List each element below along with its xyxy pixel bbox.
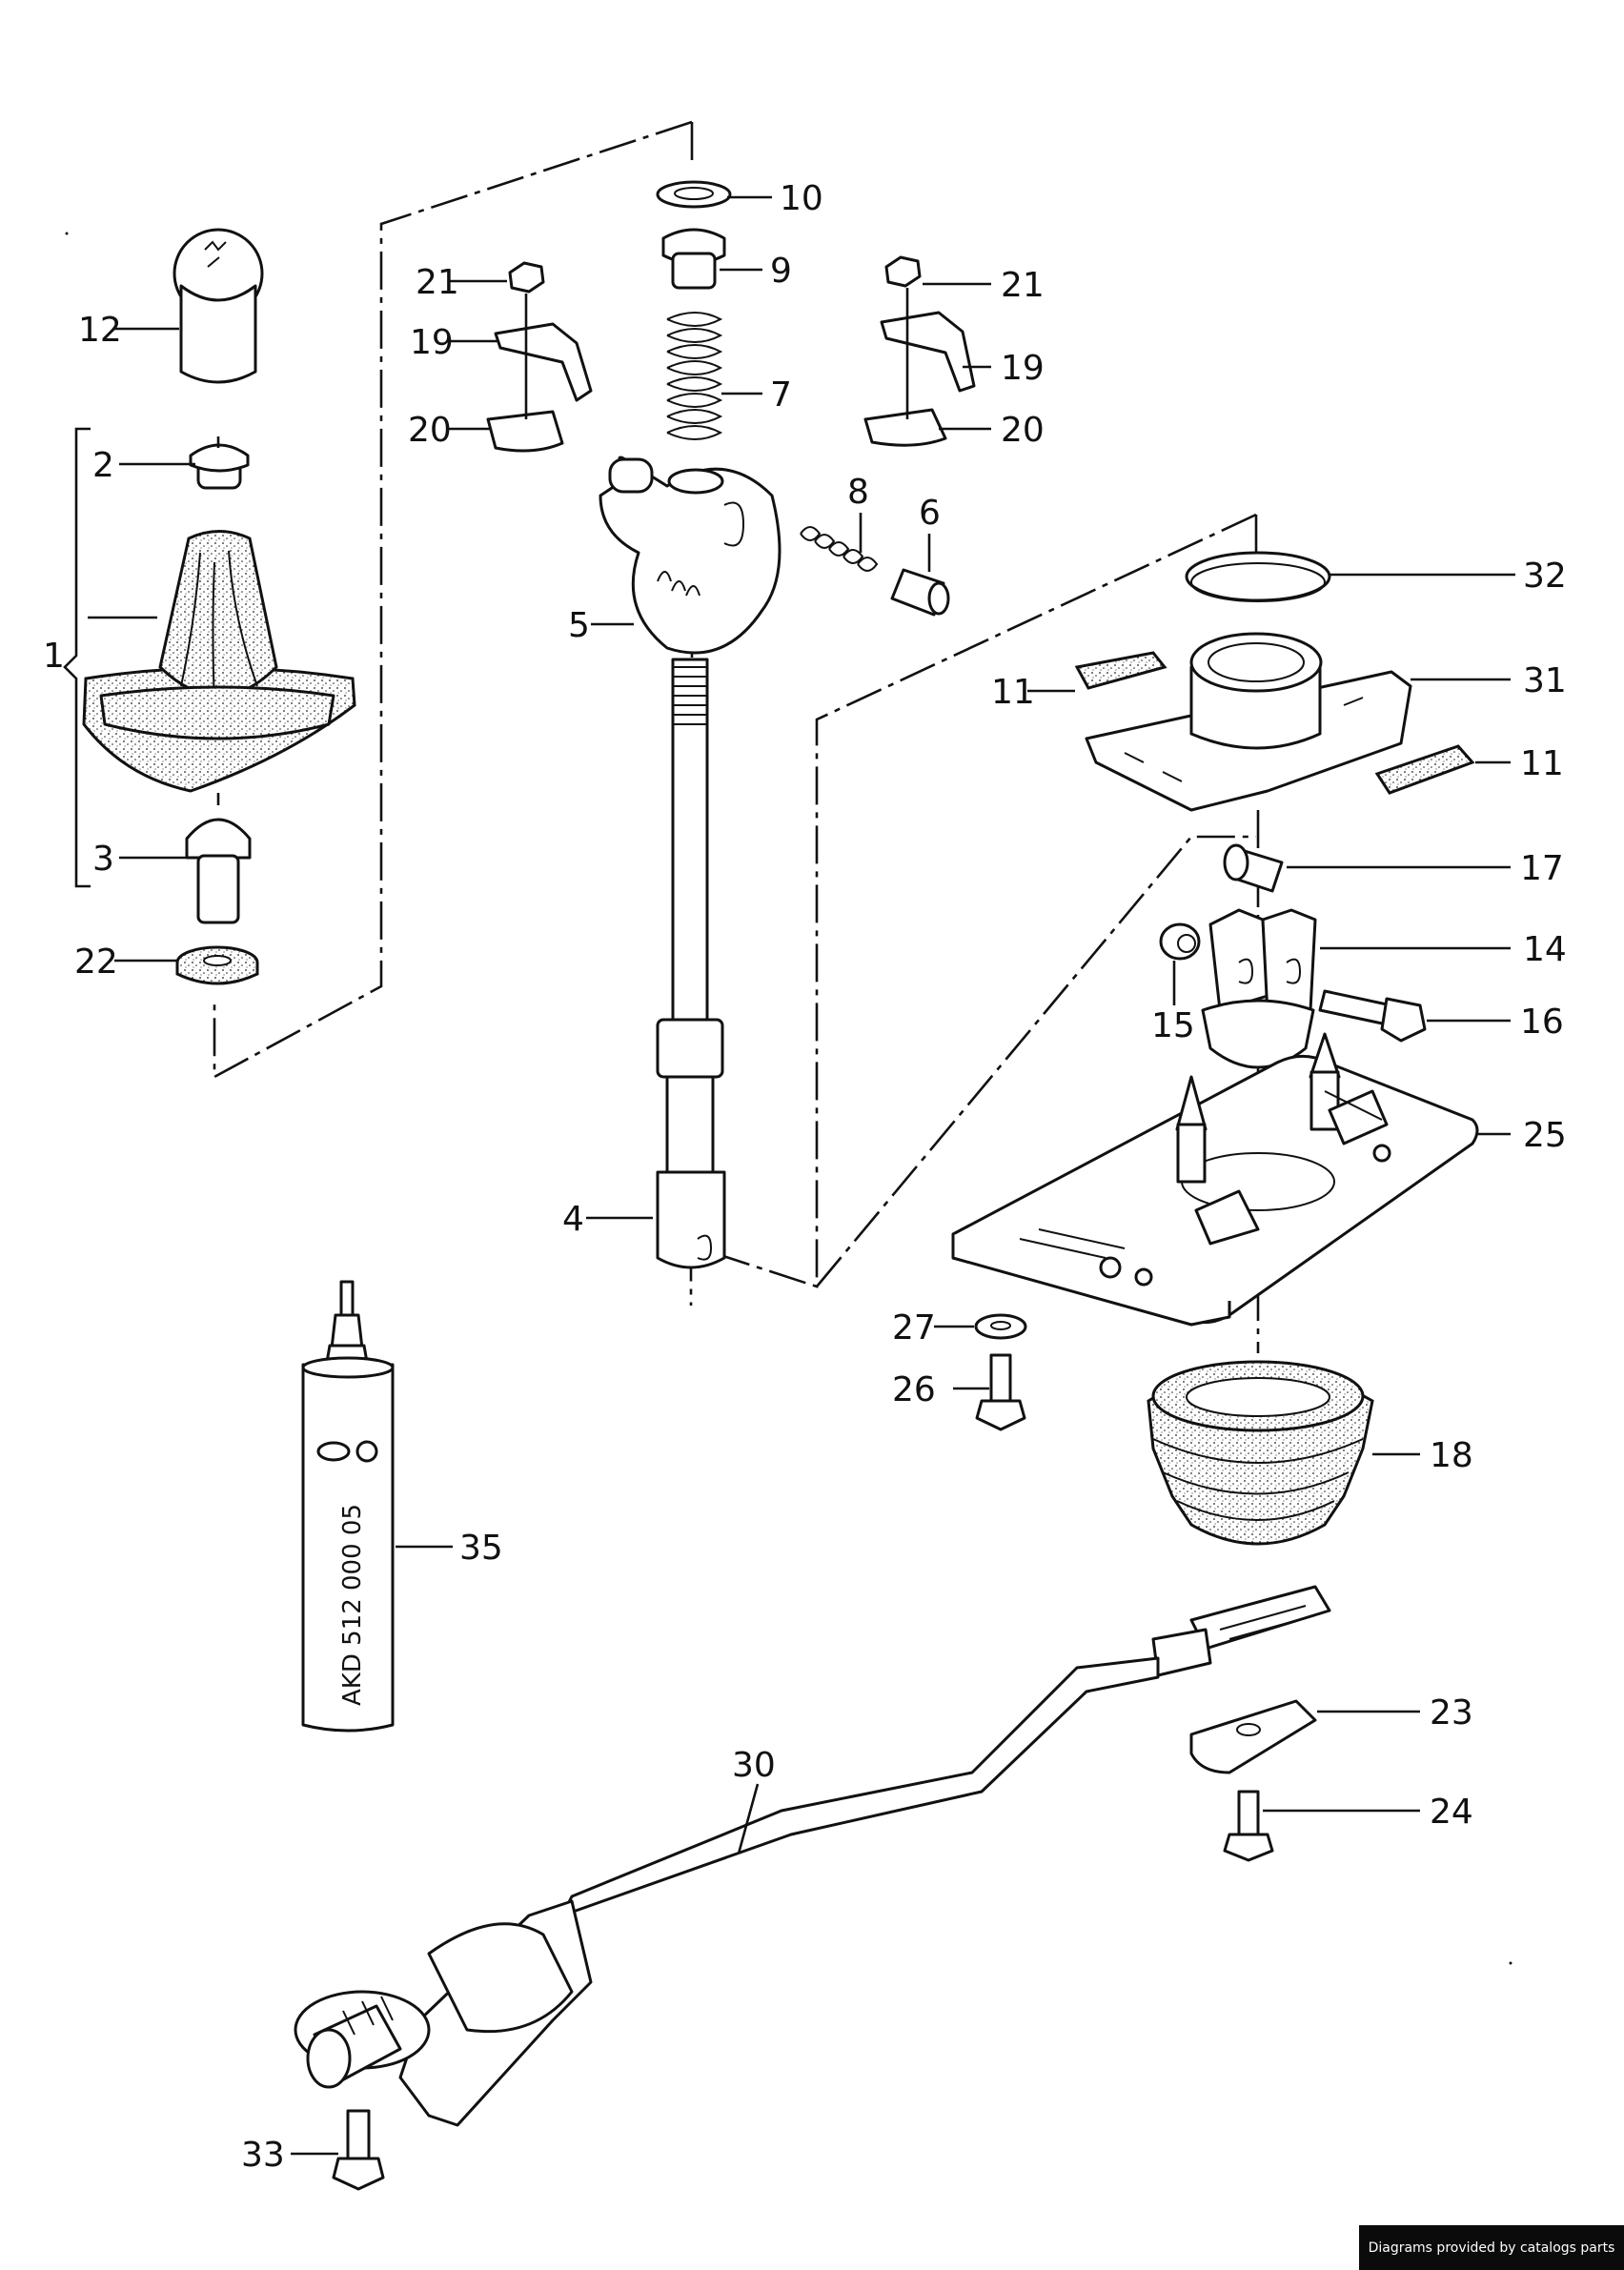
sealant-tube: AKD 512 000 05 [301, 1280, 395, 1733]
callout-4: 4 [562, 1200, 584, 1239]
callout-32: 32 [1523, 557, 1567, 596]
clamp-23 [1189, 1699, 1317, 1774]
stop-ring [656, 180, 732, 209]
rubber-washer [175, 945, 259, 985]
callout-10: 10 [780, 179, 823, 218]
callout-21-right: 21 [1001, 266, 1045, 305]
callout-35: 35 [459, 1529, 503, 1568]
callout-12: 12 [78, 311, 122, 350]
callout-8: 8 [847, 473, 869, 512]
callout-25: 25 [1523, 1116, 1567, 1155]
shift-boot [82, 530, 356, 793]
compression-spring [666, 312, 723, 440]
bolt-26 [975, 1353, 1026, 1431]
callout-labels: 10 9 7 8 6 12 2 1 3 22 21 19 20 21 19 20… [43, 179, 1567, 2175]
tube-part-number: AKD 512 000 05 [338, 1504, 367, 1706]
callout-26: 26 [892, 1370, 936, 1409]
clamp-block-left [486, 410, 564, 453]
hex-nut-right [884, 255, 922, 288]
callout-27: 27 [892, 1308, 936, 1348]
detent-spring [800, 526, 879, 572]
callout-30: 30 [732, 1746, 776, 1785]
shift-fork-14 [1201, 908, 1317, 1069]
callout-15: 15 [1151, 1006, 1195, 1045]
leader-lines [88, 195, 1515, 2156]
callout-20-right: 20 [1001, 411, 1045, 450]
felt-pad-left [1074, 651, 1167, 690]
bearing-housing [1085, 632, 1412, 812]
snap-ring [1185, 551, 1331, 602]
hex-nut-left [508, 261, 545, 294]
clamp-plate-left [494, 322, 593, 402]
base-plate [951, 1032, 1479, 1327]
callout-21-left: 21 [416, 263, 459, 302]
guide-bushing [185, 818, 252, 924]
callout-33: 33 [241, 2136, 285, 2175]
callout-19-left: 19 [410, 323, 454, 362]
callout-2: 2 [92, 446, 114, 485]
callout-5: 5 [568, 606, 590, 645]
callout-14: 14 [1523, 930, 1567, 969]
rubber-boot-18 [1147, 1360, 1374, 1546]
collar-nut [189, 443, 250, 490]
clamp-block-right [863, 408, 947, 447]
spring-seat [661, 228, 726, 290]
callout-31: 31 [1523, 661, 1567, 700]
linkage-joint [294, 1899, 593, 2127]
nut-15 [1159, 922, 1201, 961]
callout-7: 7 [770, 375, 792, 415]
washer-27 [974, 1313, 1027, 1340]
bolt-16 [1318, 989, 1427, 1043]
callout-1: 1 [43, 637, 65, 676]
callout-23: 23 [1430, 1693, 1473, 1733]
callout-9: 9 [770, 252, 792, 291]
callout-3: 3 [92, 840, 114, 879]
shift-knob [173, 228, 264, 384]
callout-17: 17 [1520, 849, 1564, 888]
callout-11-left: 11 [991, 673, 1035, 712]
credit-banner: Diagrams provided by catalogs parts [1359, 2225, 1624, 2270]
callout-22: 22 [74, 942, 118, 982]
bushing-17 [1223, 843, 1284, 893]
bolt-33 [332, 2109, 385, 2191]
felt-pad-right [1374, 744, 1475, 795]
ball-housing [599, 456, 782, 655]
callout-19-right: 19 [1001, 349, 1045, 388]
callout-16: 16 [1520, 1003, 1564, 1042]
callout-24: 24 [1430, 1793, 1473, 1832]
callout-18: 18 [1430, 1436, 1473, 1475]
clamp-plate-right [880, 311, 976, 393]
callout-6: 6 [919, 494, 941, 533]
detent-pin [890, 568, 950, 617]
shift-rod [656, 658, 726, 1269]
callout-11-right: 11 [1520, 744, 1564, 783]
callout-20-left: 20 [408, 411, 452, 450]
bolt-24 [1223, 1790, 1274, 1862]
